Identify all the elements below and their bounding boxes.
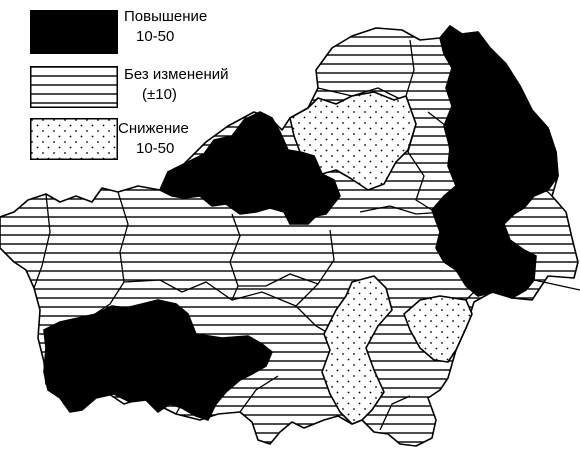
legend-increase-line1: Повышение xyxy=(124,8,208,25)
legend-nochange-line2: (±10) xyxy=(142,86,177,103)
legend-decrease-line2: 10-50 xyxy=(136,140,175,157)
region-increase-east xyxy=(431,25,559,299)
legend-swatch-decrease xyxy=(30,118,118,160)
region-decrease-south xyxy=(321,275,393,425)
legend-increase-line2: 10-50 xyxy=(136,28,175,45)
region-increase-north xyxy=(159,111,341,225)
legend-nochange-line1: Без изменений xyxy=(124,66,229,83)
region-increase-southwest xyxy=(43,299,273,421)
legend-decrease-line1: Снижение xyxy=(118,120,189,137)
region-decrease-east xyxy=(403,295,473,363)
eastern-border-tail xyxy=(533,279,580,291)
legend-swatch-nochange xyxy=(30,66,118,108)
legend-swatch-increase xyxy=(30,10,118,54)
